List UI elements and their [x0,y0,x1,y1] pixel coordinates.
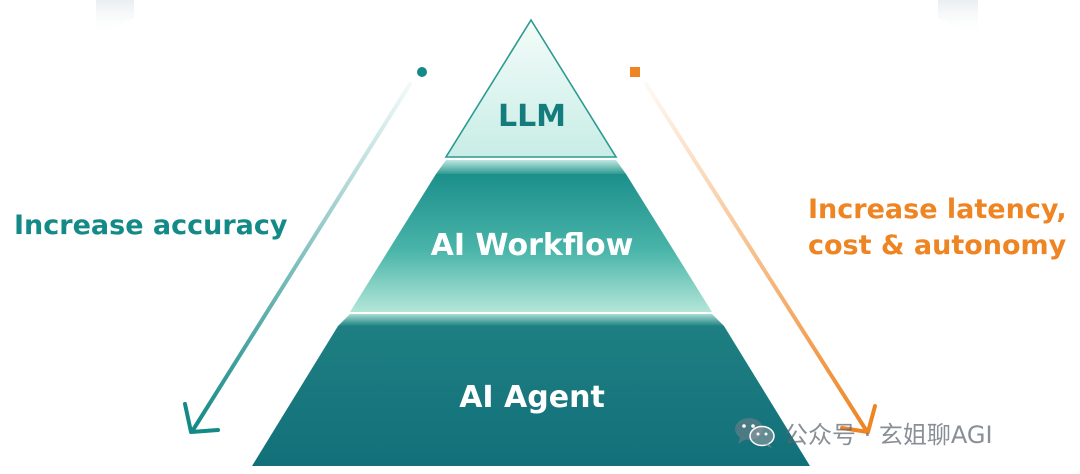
right-arrow-head [840,404,877,434]
accuracy-label: Increase accuracy [14,210,288,241]
latency-label-line-2: cost & autonomy [808,230,1067,261]
wechat-icon [735,418,775,448]
corner-decoration-right [938,0,978,36]
left-arrow-head [183,402,220,434]
latency-label-line-1: Increase latency, [808,194,1067,225]
right-arrow-shaft [644,82,868,432]
watermark: 公众号 · 玄姐聊AGI [734,414,993,450]
tier-llm [444,18,618,158]
tier-ai-workflow-label: AI Workflow [431,228,634,263]
tier-llm-label: LLM [498,99,566,134]
tier-ai-agent [252,326,810,466]
tier-ai-agent-label: AI Agent [459,380,605,415]
right-arrow-start-square [630,67,640,77]
left-arrow-start-dot [417,67,427,77]
watermark-text: 公众号 · 玄姐聊AGI [784,420,993,449]
latency-label: Increase latency, cost & autonomy [808,192,1067,264]
tier-ai-workflow [350,174,712,312]
tier-llm-base [436,160,626,174]
corner-decoration-left [96,0,134,36]
left-arrow-shaft [191,82,412,432]
tier-ai-workflow-base [338,314,724,326]
